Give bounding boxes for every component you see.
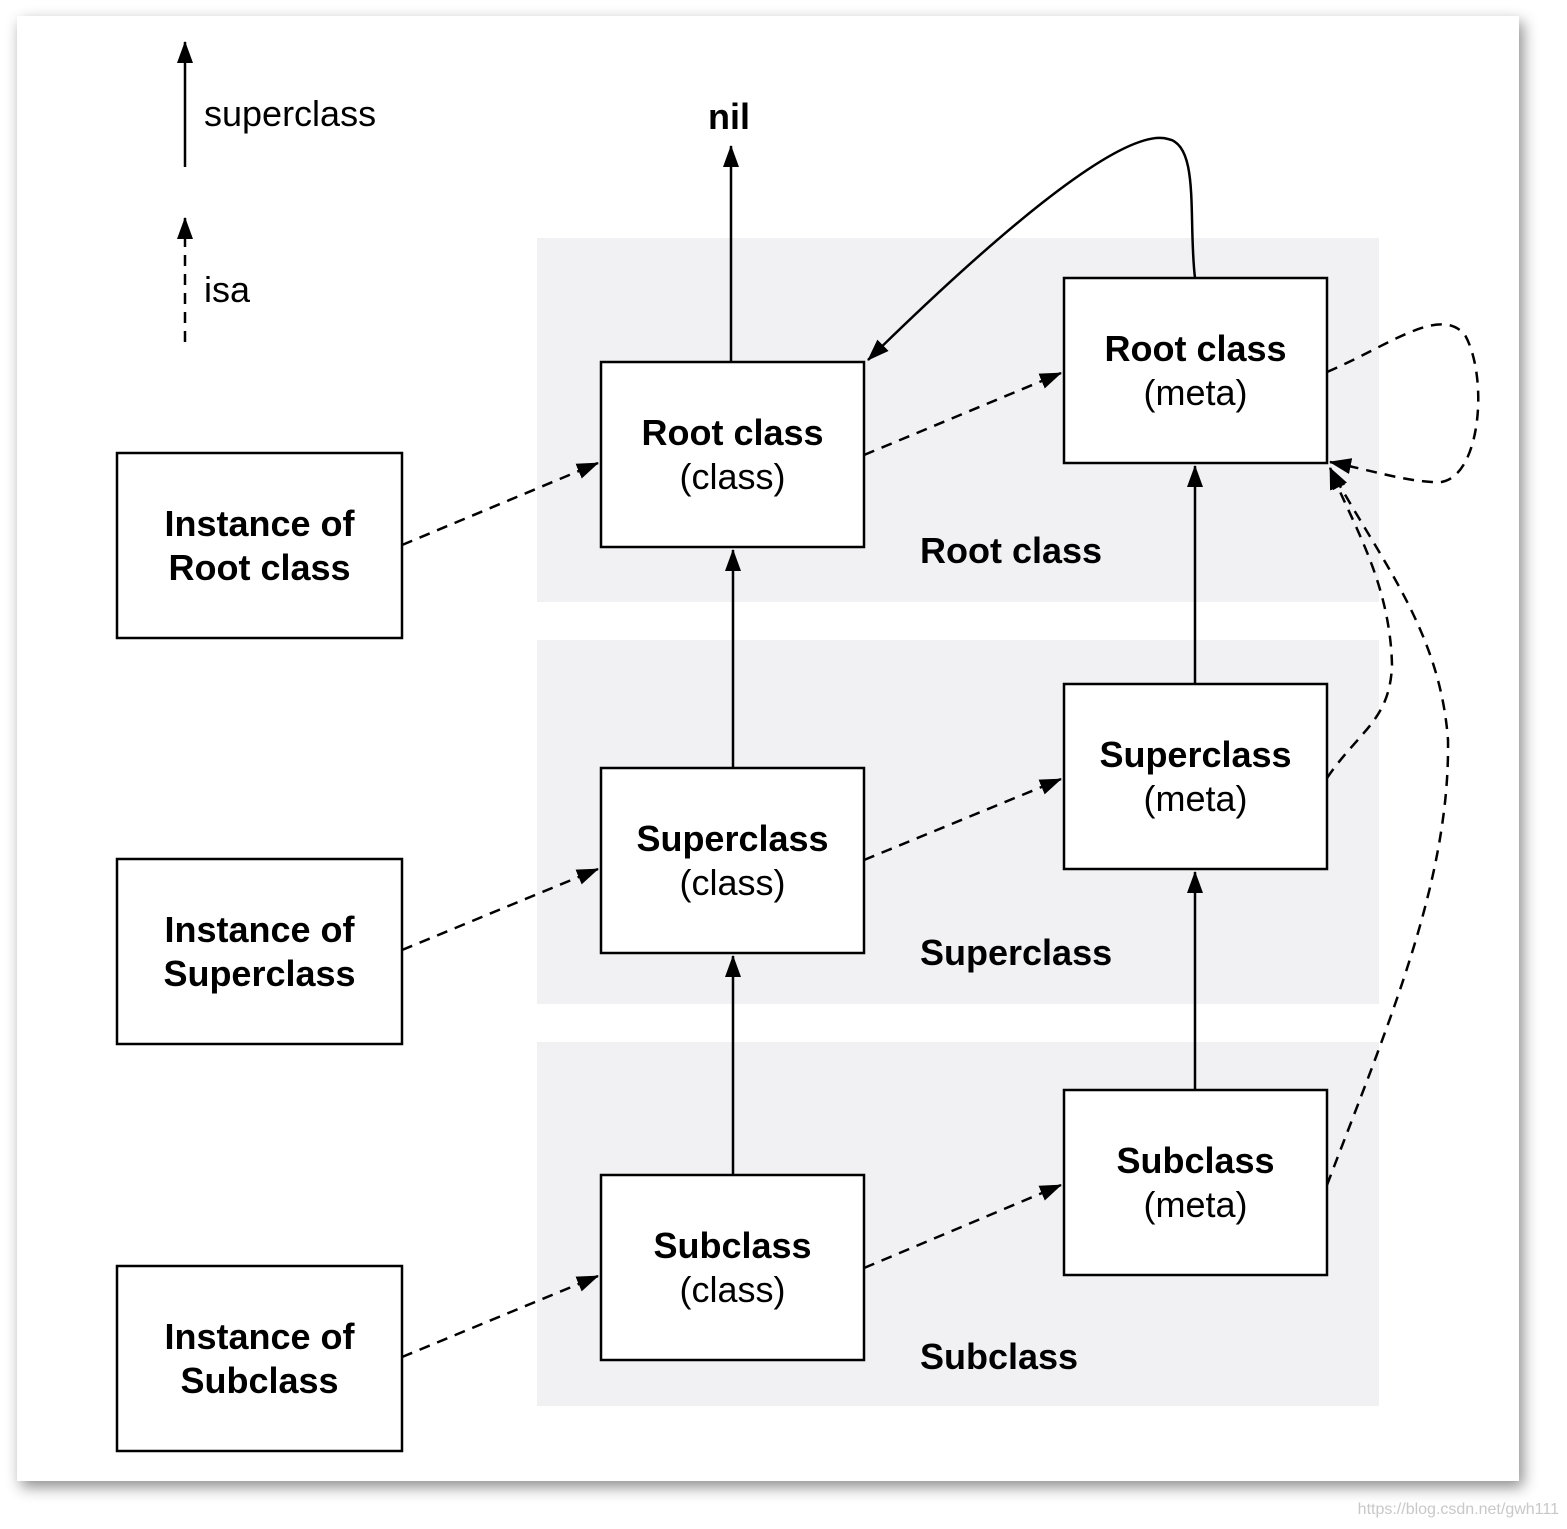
rootclass-meta-name: Root class bbox=[1104, 327, 1287, 369]
band-label-subclass: Subclass bbox=[920, 1336, 1079, 1377]
superclass-meta-text: Superclass (meta) bbox=[1064, 684, 1327, 869]
box-instance-sub bbox=[115, 1264, 404, 1453]
isa-rootclass-to-rootmeta bbox=[863, 371, 1062, 457]
instance-sub-line1: Instance of bbox=[164, 1315, 355, 1357]
edge-rootmeta-to-rootclass bbox=[867, 136, 1197, 361]
isa-supermeta-to-rootmeta bbox=[1325, 467, 1394, 779]
superclass-meta-kind: (meta) bbox=[1143, 777, 1248, 819]
nil-label: nil bbox=[708, 96, 750, 137]
rootclass-meta-kind: (meta) bbox=[1143, 371, 1248, 413]
legend-isa-label: isa bbox=[204, 269, 251, 310]
superclass-class-name: Superclass bbox=[636, 817, 829, 859]
instance-root-line1: Instance of bbox=[164, 502, 355, 544]
isa-super-instance bbox=[401, 867, 599, 952]
rootclass-meta-text: Root class (meta) bbox=[1064, 278, 1327, 463]
subclass-meta-text: Subclass (meta) bbox=[1064, 1090, 1327, 1275]
superclass-class-kind: (class) bbox=[679, 861, 786, 903]
instance-root-text: Instance of Root class bbox=[117, 453, 402, 638]
instance-super-line2: Superclass bbox=[163, 952, 356, 994]
isa-sub-instance bbox=[401, 1274, 599, 1359]
instance-super-text: Instance of Superclass bbox=[117, 859, 402, 1044]
isa-subclass-to-submeta bbox=[863, 1183, 1062, 1270]
subclass-class-name: Subclass bbox=[653, 1224, 812, 1266]
rootclass-class-kind: (class) bbox=[679, 455, 786, 497]
subclass-meta-name: Subclass bbox=[1116, 1139, 1275, 1181]
isa-submeta-to-rootmeta bbox=[1325, 467, 1450, 1186]
instance-super-line1: Instance of bbox=[164, 908, 355, 950]
band-label-root: Root class bbox=[920, 530, 1103, 571]
box-instance-root bbox=[115, 451, 404, 640]
box-subclass-class bbox=[599, 1173, 866, 1362]
box-superclass-meta bbox=[1062, 682, 1329, 871]
subclass-class-kind: (class) bbox=[679, 1268, 786, 1310]
box-instance-super bbox=[115, 857, 404, 1046]
superclass-meta-name: Superclass bbox=[1099, 733, 1292, 775]
isa-superclass-to-supermeta bbox=[863, 777, 1062, 862]
isa-rootmeta-self bbox=[1326, 323, 1480, 484]
box-rootclass-class bbox=[599, 360, 866, 549]
isa-root-instance bbox=[401, 461, 599, 547]
rootclass-class-text: Root class (class) bbox=[601, 362, 864, 547]
legend-superclass-label: superclass bbox=[204, 93, 377, 134]
rootclass-class-name: Root class bbox=[641, 411, 824, 453]
superclass-class-text: Superclass (class) bbox=[601, 768, 864, 953]
watermark-text: https://blog.csdn.net/gwh111 bbox=[1357, 1501, 1559, 1518]
band-label-superclass: Superclass bbox=[920, 932, 1113, 973]
subclass-meta-kind: (meta) bbox=[1143, 1183, 1248, 1225]
box-superclass-class bbox=[599, 766, 866, 955]
subclass-class-text: Subclass (class) bbox=[601, 1175, 864, 1360]
instance-sub-text: Instance of Subclass bbox=[117, 1266, 402, 1451]
box-subclass-meta bbox=[1062, 1088, 1329, 1277]
box-rootclass-meta bbox=[1062, 276, 1329, 465]
instance-sub-line2: Subclass bbox=[180, 1359, 339, 1401]
instance-root-line2: Root class bbox=[168, 546, 351, 588]
